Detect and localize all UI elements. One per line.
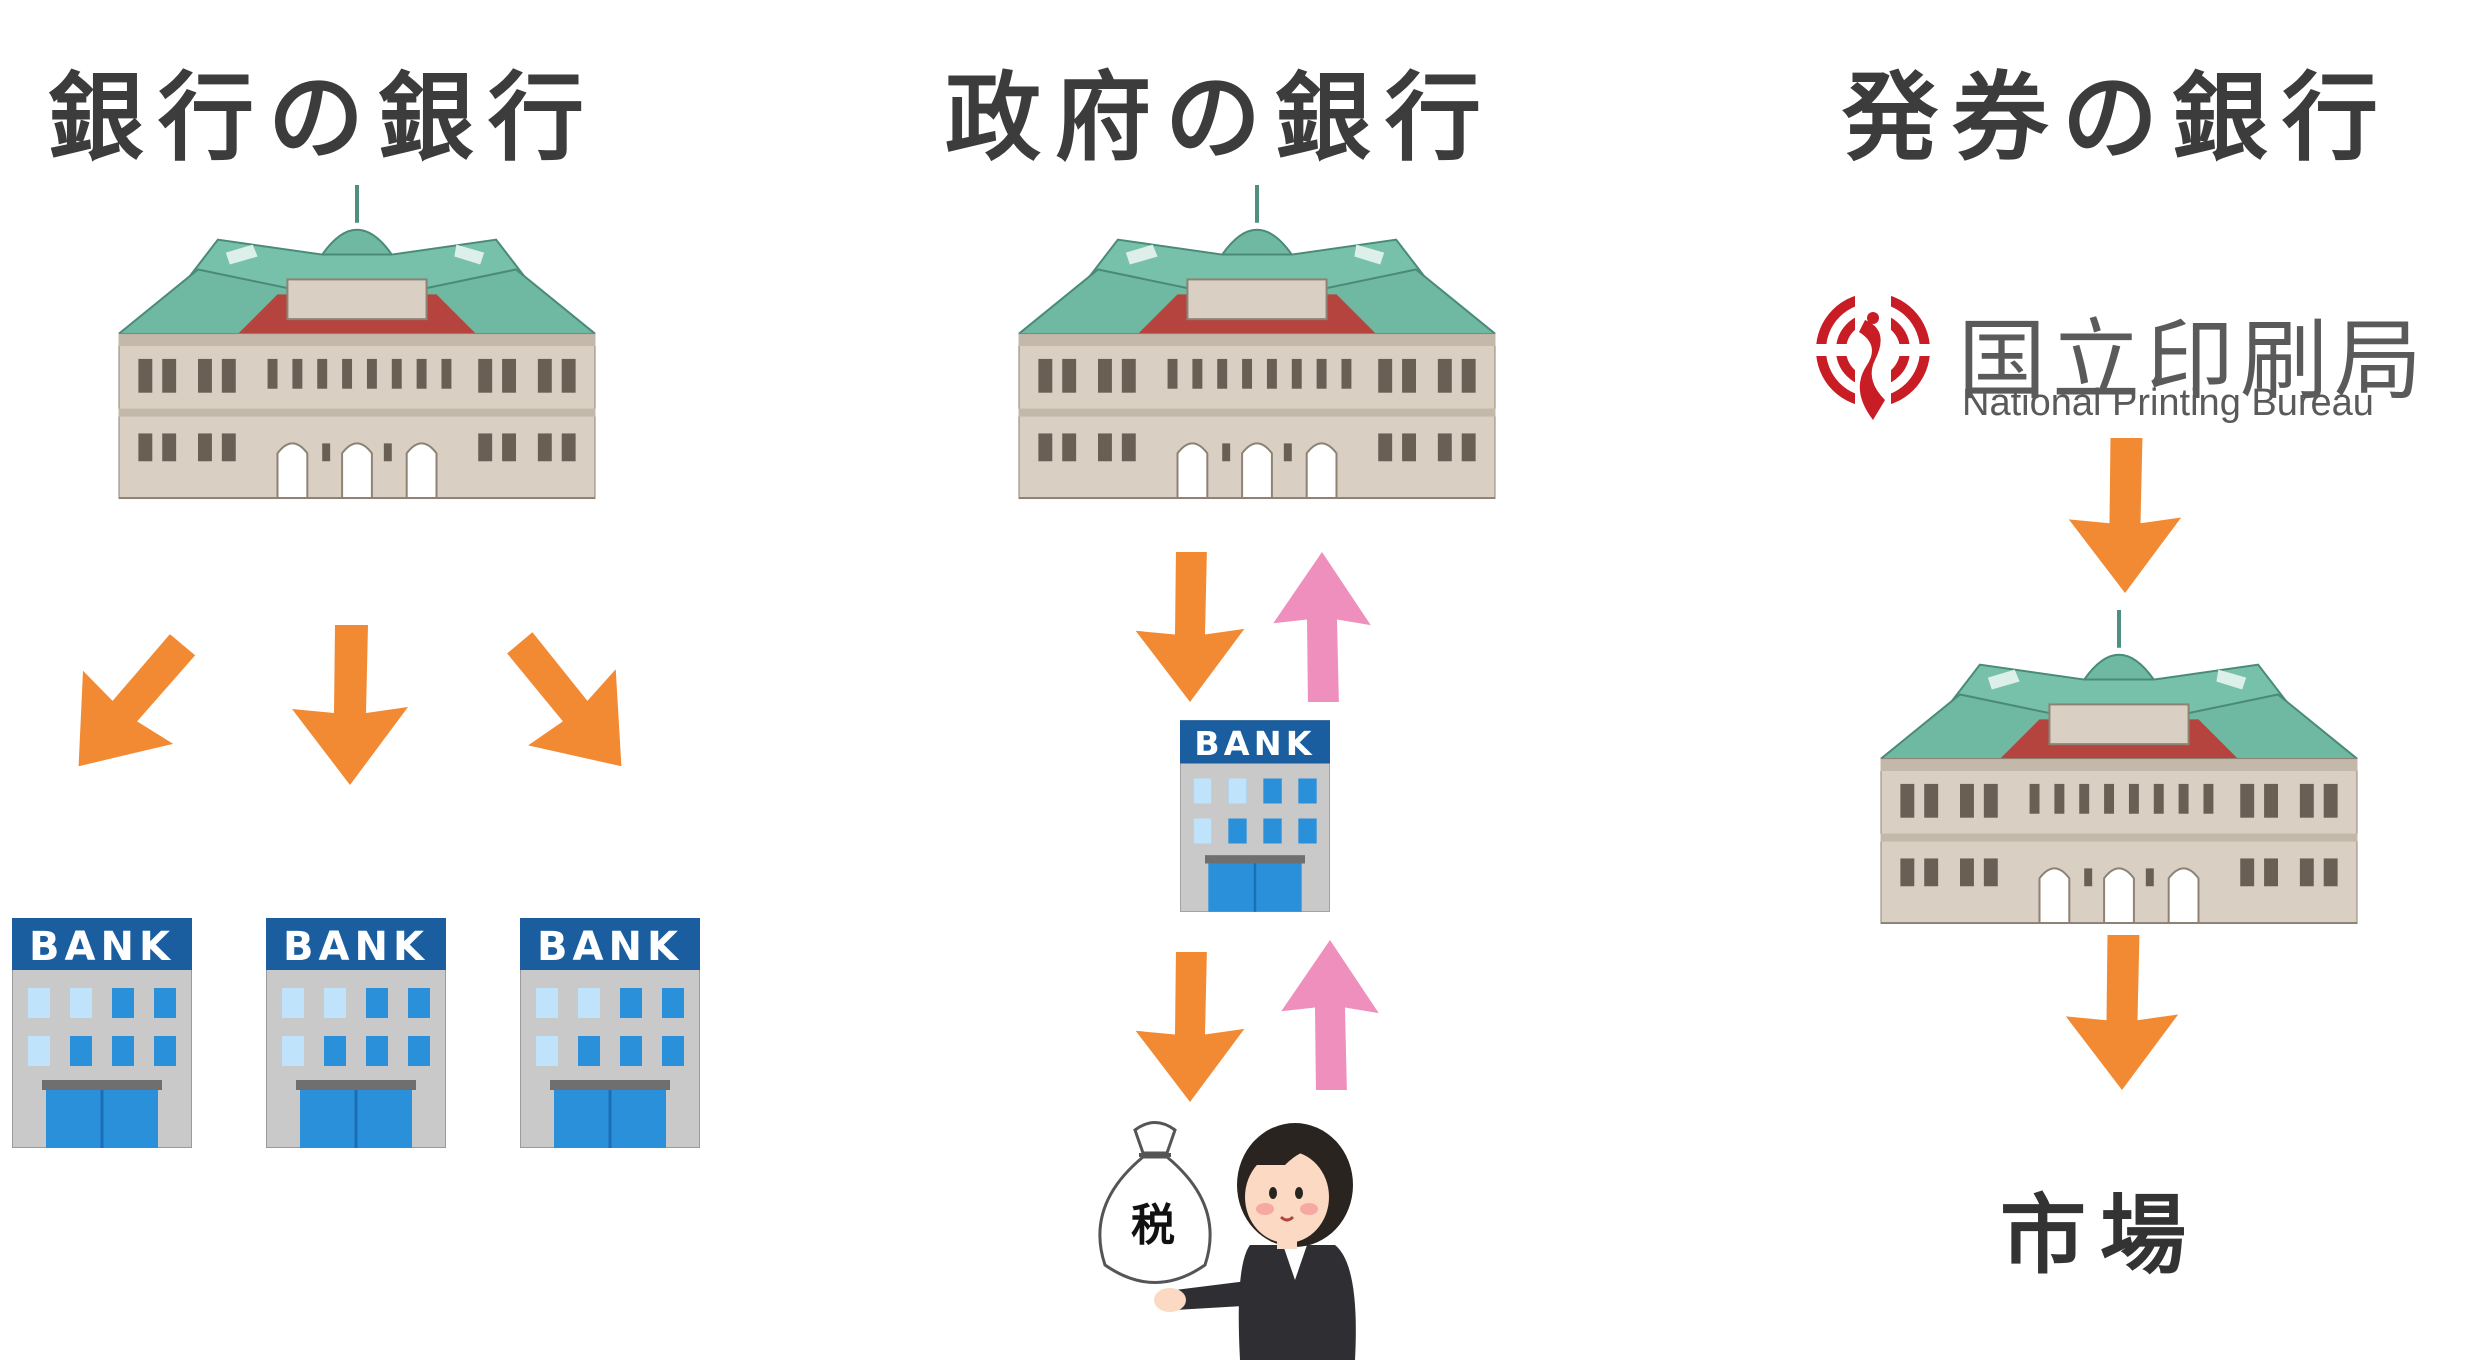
commercial-bank-building: BANK [12, 918, 192, 1148]
commercial-bank-building: BANK [266, 918, 446, 1148]
arrow-down [2065, 438, 2185, 593]
arrow-down-right [510, 625, 630, 785]
bank-sign-label: BANK [1194, 724, 1316, 763]
arrow-down [1130, 952, 1250, 1102]
bank-of-japan-building [118, 185, 596, 503]
arrow-down-left [70, 625, 190, 785]
commercial-bank-building: BANK [1180, 720, 1330, 912]
bank-sign-label: BANK [29, 924, 175, 970]
bank-sign-label: BANK [537, 924, 683, 970]
taxpayer-illustration: 税 [1098, 1121, 1356, 1360]
tax-label: 税 [1131, 1200, 1175, 1251]
bank-sign-label: BANK [283, 924, 429, 970]
printing-bureau-name-ja: 国立印刷局 [1958, 309, 2429, 412]
national-printing-bureau-logo [1795, 290, 1955, 425]
title-bank-of-government: 政府の銀行 [945, 62, 1495, 174]
market-label: 市場 [2000, 1186, 2200, 1286]
arrow-down [290, 625, 410, 785]
commercial-bank-building: BANK [520, 918, 700, 1148]
arrow-up [1262, 552, 1382, 702]
bank-of-japan-building [1880, 610, 2358, 928]
arrow-down [1130, 552, 1250, 702]
arrow-down [2062, 935, 2182, 1090]
title-bank-of-banks: 銀行の銀行 [48, 62, 598, 174]
arrow-up [1270, 940, 1390, 1090]
bank-of-japan-building [1018, 185, 1496, 503]
title-bank-of-issue: 発券の銀行 [1842, 62, 2392, 174]
printing-bureau-name-en: National Printing Bureau [1962, 382, 2374, 424]
